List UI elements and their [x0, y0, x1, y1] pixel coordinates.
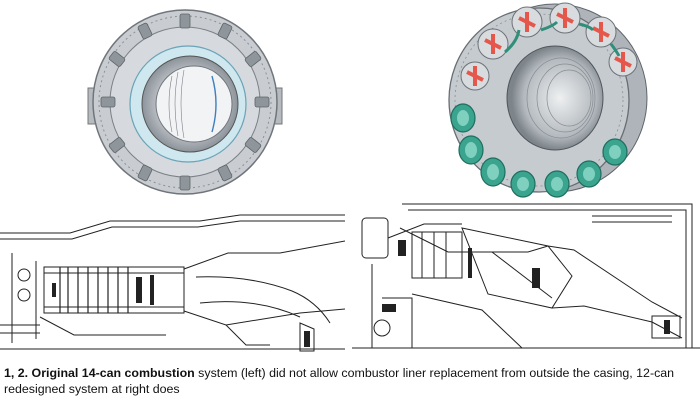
nozzle-cans-group [460, 2, 638, 91]
figure-caption: 1, 2. Original 14-can combustion system … [4, 365, 696, 397]
casing-12-can-render [448, 2, 648, 198]
caption-text: system (left) did not allow combustor li… [4, 366, 675, 396]
can-ports-group [100, 13, 270, 191]
caption-bold-label: 1, 2. Original 14-can combustion [4, 366, 195, 380]
section-drawing-12-can [352, 203, 700, 349]
casing-14-can-render [87, 9, 283, 195]
section-drawing-14-can [0, 214, 345, 352]
